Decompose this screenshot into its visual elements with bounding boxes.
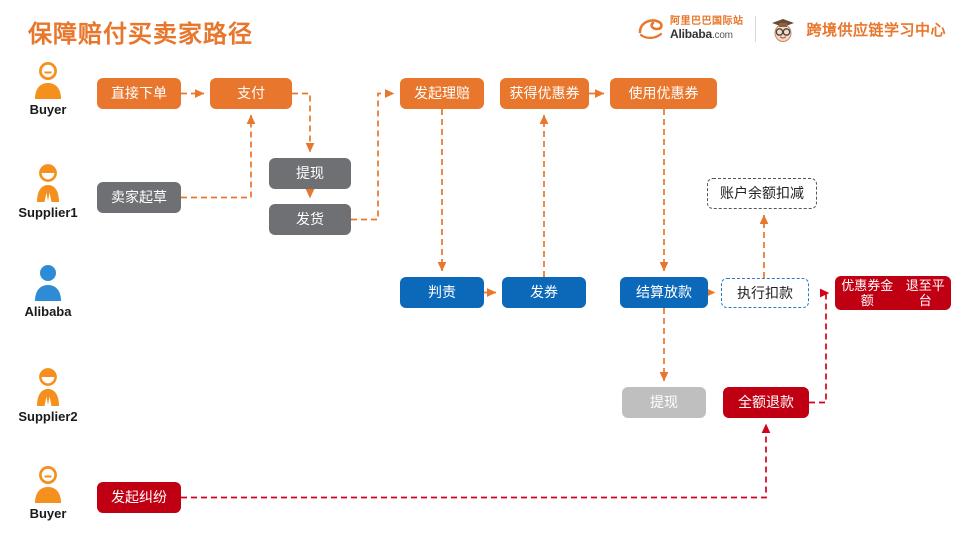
alibaba-en-label: Alibaba.com: [669, 26, 733, 41]
node-get-coupon[interactable]: 获得优惠券: [500, 78, 589, 109]
persona-buyer-bottom-label: Buyer: [29, 506, 67, 521]
persona-buyer-bottom-avatar-icon: [2, 464, 94, 504]
node-withdraw-bottom[interactable]: 提现: [622, 387, 706, 418]
alibaba-cn-label: 阿里巴巴国际站: [669, 16, 744, 28]
node-liability[interactable]: 判责: [400, 277, 484, 308]
node-initiate-dispute[interactable]: 发起纠纷: [97, 482, 181, 513]
alibaba-logo: 阿里巴巴国际站 Alibaba.com: [638, 16, 744, 42]
alibaba-wordmark: 阿里巴巴国际站 Alibaba.com: [670, 17, 744, 40]
node-coupon-to-platform-line: 退至平台: [905, 277, 945, 308]
node-coupon-to-platform-line: 优惠券金额: [841, 277, 894, 308]
node-ship[interactable]: 发货: [269, 204, 351, 235]
node-settle-payout[interactable]: 结算放款: [620, 277, 708, 308]
node-seller-draft[interactable]: 卖家起草: [97, 182, 181, 213]
persona-alibaba: Alibaba: [2, 262, 94, 319]
edge-dispute-to-full-refund: [181, 423, 771, 499]
mascot-graduate-icon: [768, 14, 798, 44]
edge-payment-to-withdraw-top: [292, 92, 315, 153]
node-initiate-claim[interactable]: 发起理赔: [400, 78, 484, 109]
persona-supplier2-label: Supplier2: [18, 409, 78, 424]
edge-seller-draft-to-payment: [181, 114, 256, 199]
persona-buyer-top: Buyer: [2, 60, 94, 117]
persona-supplier2: Supplier2: [2, 367, 94, 424]
persona-supplier1-label: Supplier1: [18, 205, 78, 220]
node-balance-deduct[interactable]: 账户余额扣减: [707, 178, 817, 209]
page-title: 保障赔付买卖家路径: [28, 21, 253, 48]
node-use-coupon[interactable]: 使用优惠券: [610, 78, 717, 109]
persona-alibaba-avatar-icon: [2, 262, 94, 302]
brand-divider: [755, 16, 757, 42]
node-issue-coupon[interactable]: 发券: [502, 277, 586, 308]
persona-supplier1-avatar-icon: [2, 163, 94, 203]
node-payment[interactable]: 支付: [210, 78, 292, 109]
persona-alibaba-label: Alibaba: [24, 304, 72, 319]
node-execute-deduct[interactable]: 执行扣款: [721, 278, 809, 308]
learning-center-label: 跨境供应链学习中心: [806, 21, 946, 39]
edge-full-refund-to-coupon-platform: [809, 288, 830, 404]
node-direct-order[interactable]: 直接下单: [97, 78, 181, 109]
node-full-refund[interactable]: 全额退款: [723, 387, 809, 418]
persona-buyer-bottom: Buyer: [2, 464, 94, 521]
node-withdraw-top[interactable]: 提现: [269, 158, 351, 189]
edge-ship-to-initiate-claim: [351, 89, 395, 221]
brand-lockup: 阿里巴巴国际站 Alibaba.com 跨境供应链学习中心: [638, 12, 946, 46]
persona-supplier1: Supplier1: [2, 163, 94, 220]
alibaba-mark-icon: [638, 16, 666, 42]
node-coupon-to-platform[interactable]: 优惠券金额退至平台: [835, 276, 951, 310]
persona-buyer-top-avatar-icon: [2, 60, 94, 100]
persona-buyer-top-label: Buyer: [29, 102, 67, 117]
persona-supplier2-avatar-icon: [2, 367, 94, 407]
